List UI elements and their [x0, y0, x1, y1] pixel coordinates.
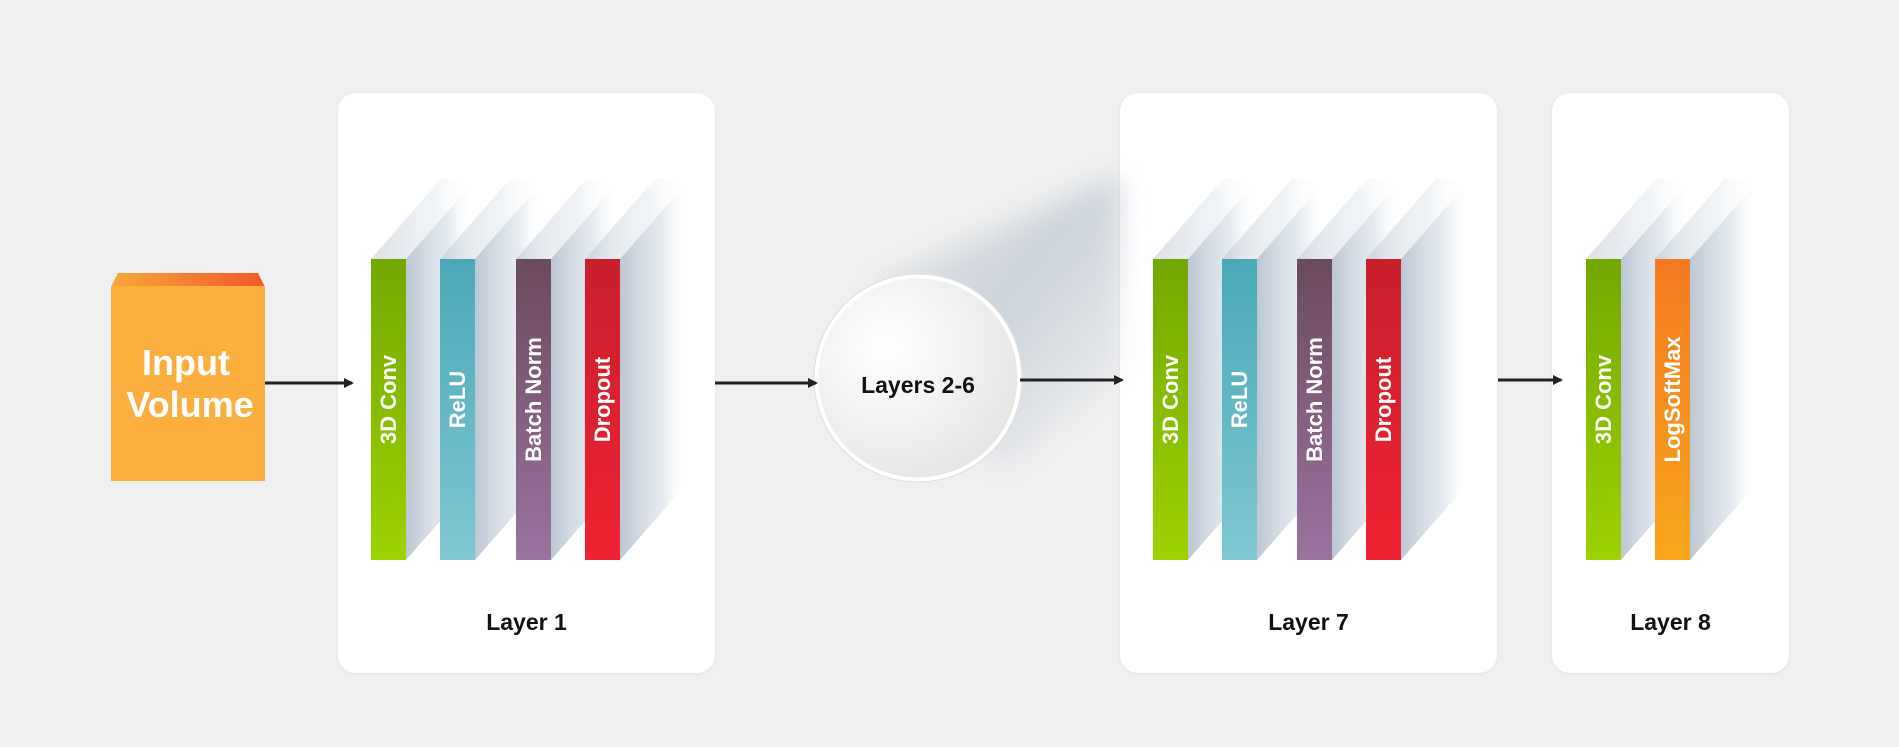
layer-7-title: Layer 7	[1268, 609, 1349, 635]
layer-1-batch-norm-label: Batch Norm	[521, 337, 546, 462]
layer-8-3d-conv-top	[1586, 179, 1691, 259]
layer-1-relu-label: ReLU	[445, 371, 470, 428]
layer-7-3d-conv-block	[1153, 259, 1188, 560]
layer-8-logsoftmax-depth	[1690, 179, 1760, 560]
layer-1-dropout-label: Dropout	[590, 356, 615, 442]
layer-7-batch-norm-top	[1297, 179, 1402, 259]
layer-1-3d-conv-top	[371, 179, 476, 259]
layer-8-title: Layer 8	[1630, 609, 1711, 635]
layer-7-dropout-label: Dropout	[1371, 356, 1396, 442]
layer-7-batch-norm-label: Batch Norm	[1302, 337, 1327, 462]
layer-7-relu-label: ReLU	[1227, 371, 1252, 428]
layer-7-dropout-top	[1366, 179, 1471, 259]
input-label-line1: Input	[142, 342, 230, 383]
layer-8-logsoftmax-block	[1655, 259, 1690, 560]
layer-1-3d-conv-label: 3D Conv	[376, 354, 401, 444]
layer-1-batch-norm-block	[516, 259, 551, 560]
layer-1-batch-norm-top	[516, 179, 621, 259]
layer-1-relu-block	[440, 259, 475, 560]
layer-8-logsoftmax-label: LogSoftMax	[1660, 336, 1685, 463]
layer-8-3d-conv-label: 3D Conv	[1591, 354, 1616, 444]
layer-7-relu-block	[1222, 259, 1257, 560]
input-label-line2: Volume	[126, 384, 253, 425]
layer-1-title: Layer 1	[486, 609, 567, 635]
layer-1-dropout-depth	[620, 179, 690, 560]
layer-7-dropout-depth	[1401, 179, 1471, 560]
layer-1-dropout-top	[585, 179, 690, 259]
layer-1-3d-conv-block	[371, 259, 406, 560]
input-volume-block: Input Volume	[111, 273, 265, 481]
layer-7-dropout-block	[1366, 259, 1401, 560]
layer-1-dropout-block	[585, 259, 620, 560]
layer-8-logsoftmax-top	[1655, 179, 1760, 259]
layer-1-relu-top	[440, 179, 545, 259]
bubble-label: Layers 2-6	[861, 372, 975, 398]
layer-7-3d-conv-label: 3D Conv	[1158, 354, 1183, 444]
layer-7-batch-norm-block	[1297, 259, 1332, 560]
layer-8-3d-conv-block	[1586, 259, 1621, 560]
layer-7-3d-conv-top	[1153, 179, 1258, 259]
layer-7-relu-top	[1222, 179, 1327, 259]
